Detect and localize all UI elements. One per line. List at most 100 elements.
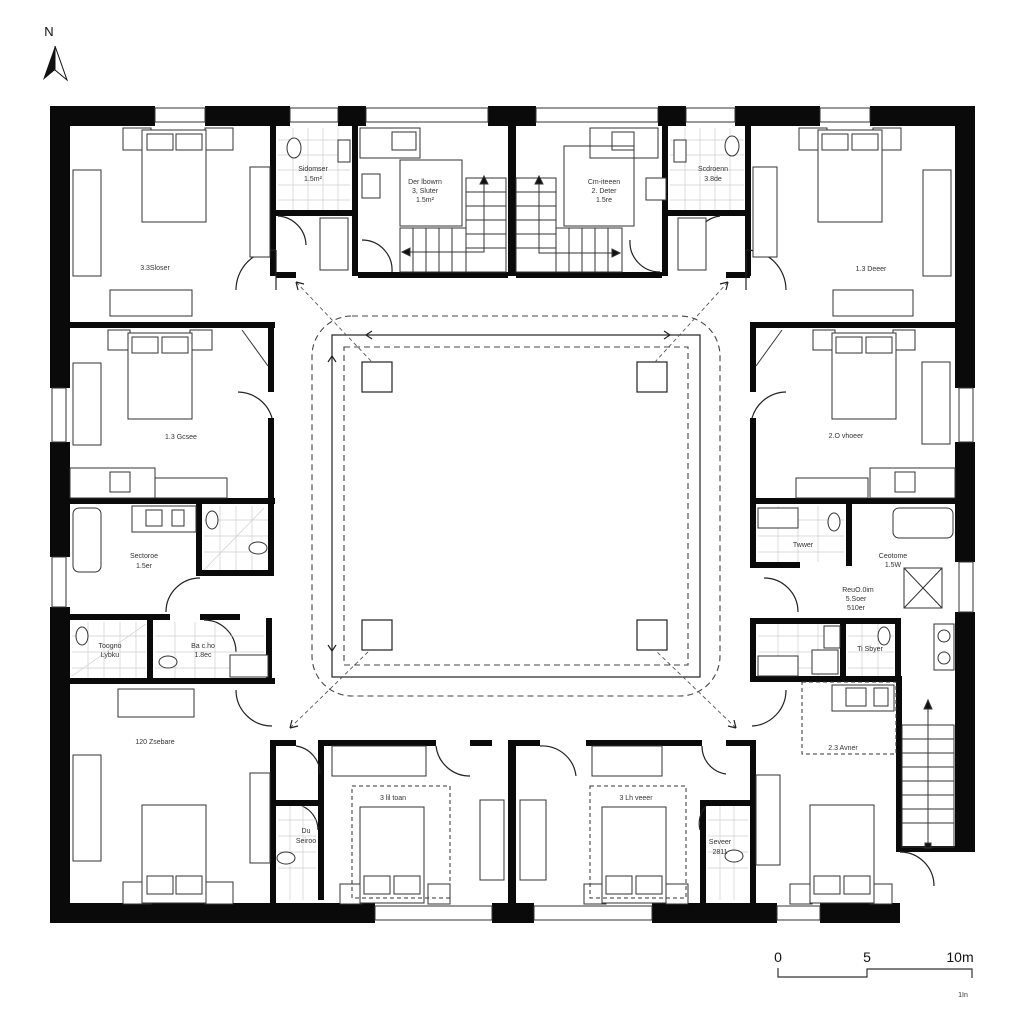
- room-label: Du: [302, 828, 311, 835]
- toilet: [248, 541, 268, 555]
- wardrobe: [249, 166, 271, 258]
- sofa: [72, 362, 102, 446]
- sofa: [922, 169, 952, 277]
- wardrobe: [249, 772, 271, 864]
- desk: [591, 745, 663, 777]
- toilet: [877, 626, 891, 646]
- column: [361, 619, 393, 651]
- desk: [154, 477, 228, 499]
- bed: [122, 804, 234, 905]
- sofa: [519, 799, 547, 881]
- room-area: 1.5er: [136, 563, 153, 570]
- room-label: 3.3Sloser: [140, 265, 170, 272]
- toilet: [158, 655, 178, 669]
- scale-bar: 0 5 10m 1In: [774, 949, 974, 999]
- radiator: [677, 217, 707, 271]
- room-label: 3 lil toan: [380, 795, 406, 802]
- room-area: 1.5re: [596, 197, 612, 204]
- room-area: 1.8ec: [194, 652, 212, 659]
- room-area: 510er: [847, 605, 866, 612]
- north-arrow-icon: [43, 46, 55, 80]
- room-label: Seveer: [709, 839, 732, 846]
- room-area: 3.8de: [704, 176, 722, 183]
- room-label: Ti Sbyer: [857, 646, 883, 653]
- exterior-walls: [50, 106, 975, 923]
- sink: [361, 173, 381, 199]
- stove: [645, 177, 667, 201]
- central-courtyard: [289, 281, 737, 729]
- north-arrow: N: [43, 24, 69, 82]
- room-label: 2.3 Avner: [828, 745, 858, 752]
- wardrobe: [752, 166, 778, 258]
- bed: [339, 806, 451, 905]
- column: [361, 361, 393, 393]
- toilet: [286, 137, 302, 159]
- room-area: Seiroo: [296, 838, 316, 845]
- room-area: 2811: [712, 849, 727, 856]
- room-sub: 5.Soer: [846, 596, 867, 603]
- room-label: Twwer: [793, 542, 814, 549]
- bed: [107, 329, 213, 420]
- doors: [165, 215, 935, 887]
- room-label: Toogno: [99, 643, 122, 650]
- desk: [795, 477, 869, 499]
- radiator: [229, 654, 269, 678]
- bed: [583, 806, 689, 905]
- room-sub: 2. Deter: [592, 188, 618, 195]
- toilet: [276, 851, 296, 865]
- sofa: [479, 799, 505, 881]
- room-area: Lybku: [101, 652, 120, 659]
- room-area: 1.5W: [885, 562, 902, 569]
- room-area: 1.5m²: [416, 197, 435, 204]
- sofa: [832, 289, 914, 317]
- room-label: 1.3 Gcsee: [165, 434, 197, 441]
- sofa: [72, 169, 102, 277]
- room-label: Scdroenn: [698, 166, 728, 173]
- toilet: [205, 510, 219, 530]
- room-label: Der lbowrn: [408, 179, 442, 186]
- scale-tick-5: 5: [863, 949, 871, 965]
- bed: [798, 127, 902, 223]
- bed: [812, 329, 916, 420]
- toilet: [724, 135, 740, 157]
- sink: [337, 139, 351, 163]
- bathtub: [72, 507, 102, 573]
- interior-walls: [70, 126, 960, 905]
- wardrobe: [755, 774, 781, 866]
- column: [636, 361, 668, 393]
- stairs-top-left: [399, 174, 507, 273]
- radiator: [757, 655, 799, 677]
- room-label: 3 Lh veeer: [619, 795, 653, 802]
- room-label: 120 Zsebare: [135, 739, 174, 746]
- room-labels: 3.3Sloser Sidomser 1.5m² Der lbowrn 3, S…: [99, 166, 908, 856]
- radiator: [757, 507, 799, 529]
- scale-tick-0: 0: [774, 949, 782, 965]
- tile-grids: [71, 128, 894, 900]
- sofa: [72, 754, 102, 862]
- toilet: [827, 512, 841, 532]
- room-label: Ceotome: [879, 553, 908, 560]
- room-sub: 3, Sluter: [412, 188, 439, 195]
- room-area: 1.5m²: [304, 176, 323, 183]
- scale-tick-10: 10m: [946, 949, 973, 965]
- room-label: Cm-iteeen: [588, 179, 620, 186]
- sink: [673, 139, 687, 163]
- radiator: [319, 217, 349, 271]
- room-label: 2.O vhoeer: [829, 433, 864, 440]
- desk: [331, 745, 427, 777]
- scale-unit-note: 1In: [958, 992, 968, 999]
- sofa: [921, 361, 951, 445]
- sink: [823, 625, 841, 649]
- sink: [391, 131, 417, 151]
- room-label: Sidomser: [298, 166, 328, 173]
- room-label: Sectoroe: [130, 553, 158, 560]
- stairs-bottom-right: [901, 698, 955, 849]
- toilet: [75, 626, 89, 646]
- vanity: [131, 505, 197, 533]
- bathtub: [892, 507, 954, 539]
- furniture: [69, 127, 956, 905]
- column: [636, 619, 668, 651]
- windows: [51, 107, 974, 921]
- toilet: [724, 849, 744, 863]
